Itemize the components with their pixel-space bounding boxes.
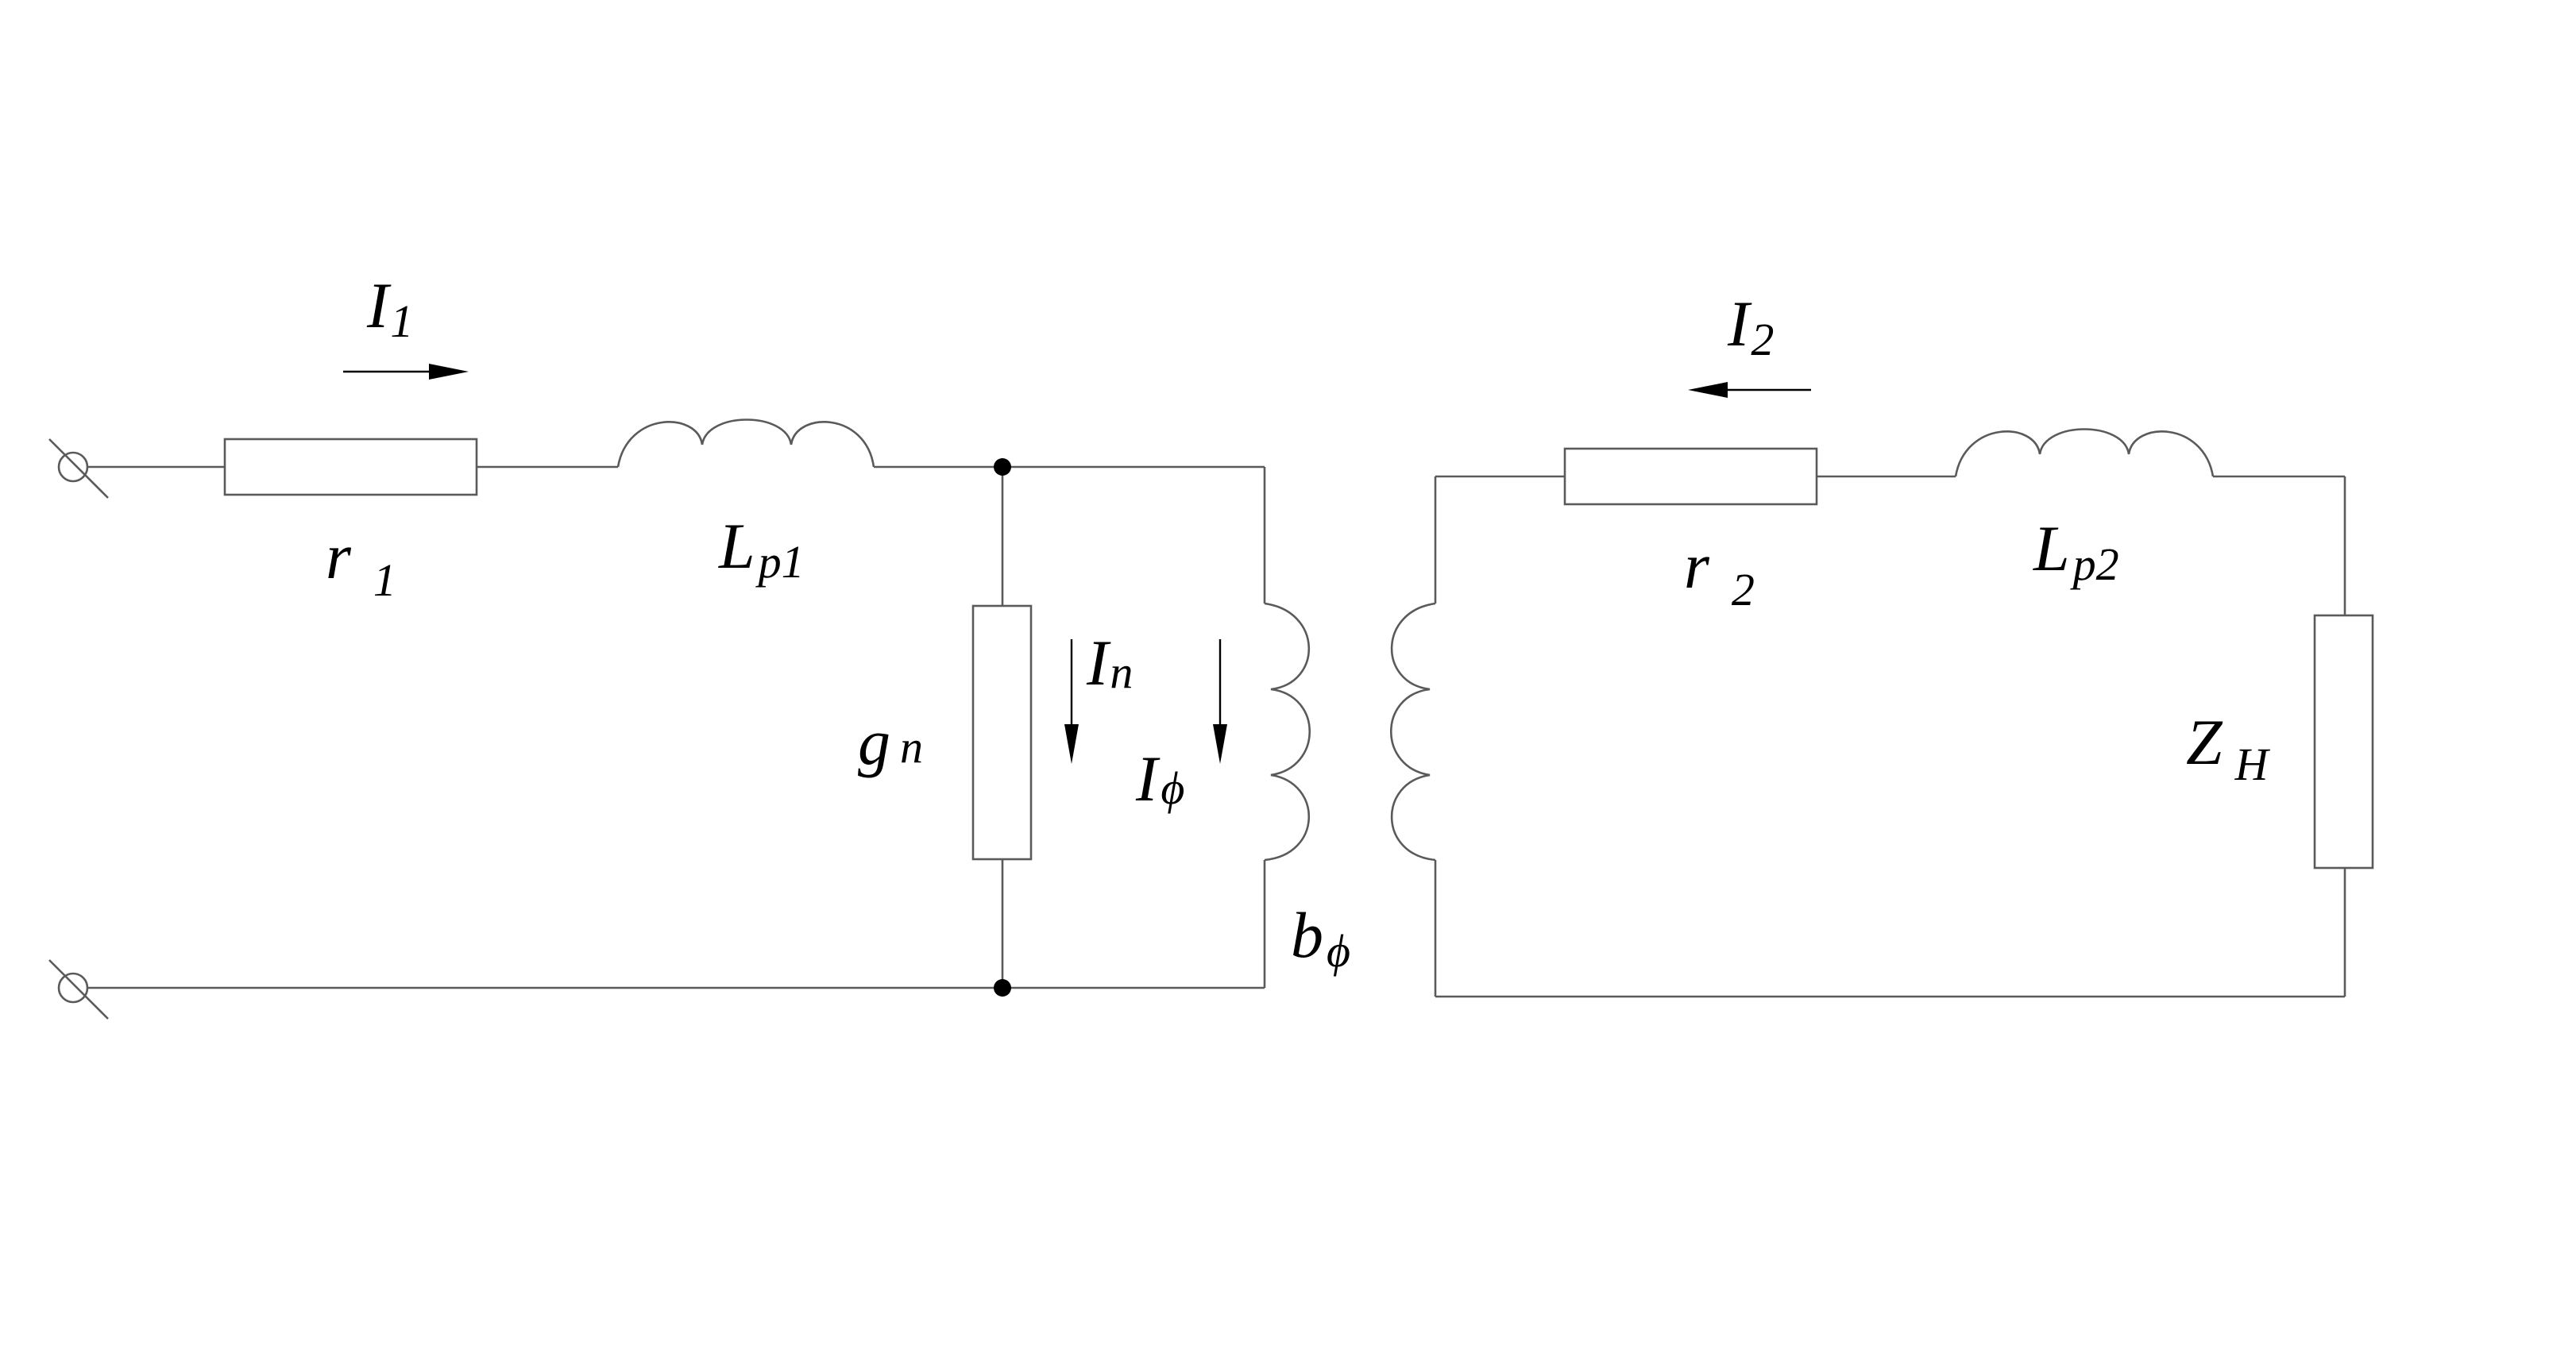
label-i2-sub: 2 [1751, 314, 1774, 365]
label-bphi-main: b [1291, 899, 1323, 971]
label-i1-main: I [366, 269, 392, 341]
label-i2-main: I [1727, 287, 1752, 360]
label-lp2-main: L [2033, 512, 2070, 584]
label-gn-sub: n [900, 721, 923, 773]
label-iphi-main: I [1135, 742, 1161, 815]
junction-node-top [994, 458, 1011, 476]
load-impedance-zh [2313, 614, 2374, 870]
input-terminal-top [48, 438, 109, 499]
junction-node-bottom [994, 979, 1011, 997]
label-r1-main: r [326, 520, 352, 592]
label-in-main: I [1086, 627, 1111, 699]
label-in: In [1086, 627, 1133, 699]
label-lp1-main: L [718, 510, 755, 582]
inductor-secondary-winding [1390, 602, 1436, 862]
label-iphi: Iϕ [1135, 742, 1184, 815]
label-i1-sub: 1 [390, 295, 413, 347]
label-lp1-sub: p1 [755, 536, 805, 588]
label-iphi-sub: ϕ [1161, 762, 1184, 814]
label-lp2: Lp2 [2033, 512, 2119, 590]
primary-wires [87, 465, 1266, 989]
arrow-iphi [1213, 639, 1227, 764]
input-terminal-bottom [48, 959, 109, 1020]
label-lp1: Lp1 [718, 510, 805, 588]
label-in-sub: n [1110, 646, 1133, 698]
label-gn-main: g [858, 706, 890, 778]
arrow-in [1064, 639, 1079, 764]
arrow-i1 [343, 364, 469, 380]
label-i2: I2 [1727, 287, 1774, 365]
label-i1: I1 [366, 269, 413, 347]
secondary-wires [1434, 475, 2346, 998]
label-r2-sub: 2 [1732, 564, 1755, 615]
inductor-bphi-primary [1264, 602, 1311, 862]
label-bphi: bϕ [1291, 899, 1350, 977]
inductor-lp1 [616, 418, 875, 468]
arrow-i2 [1688, 382, 1811, 398]
resistor-r2 [1563, 447, 1818, 506]
label-bphi-sub: ϕ [1327, 925, 1350, 977]
resistor-r1 [223, 438, 478, 496]
label-zh-sub: H [2234, 738, 2271, 790]
label-lp2-sub: p2 [2070, 538, 2119, 590]
label-r1-sub: 1 [373, 554, 396, 606]
label-zh-main: Z [2186, 706, 2223, 778]
resistor-gn [971, 604, 1033, 861]
inductor-lp2 [1954, 428, 2215, 477]
label-r2-main: r [1684, 530, 1710, 602]
